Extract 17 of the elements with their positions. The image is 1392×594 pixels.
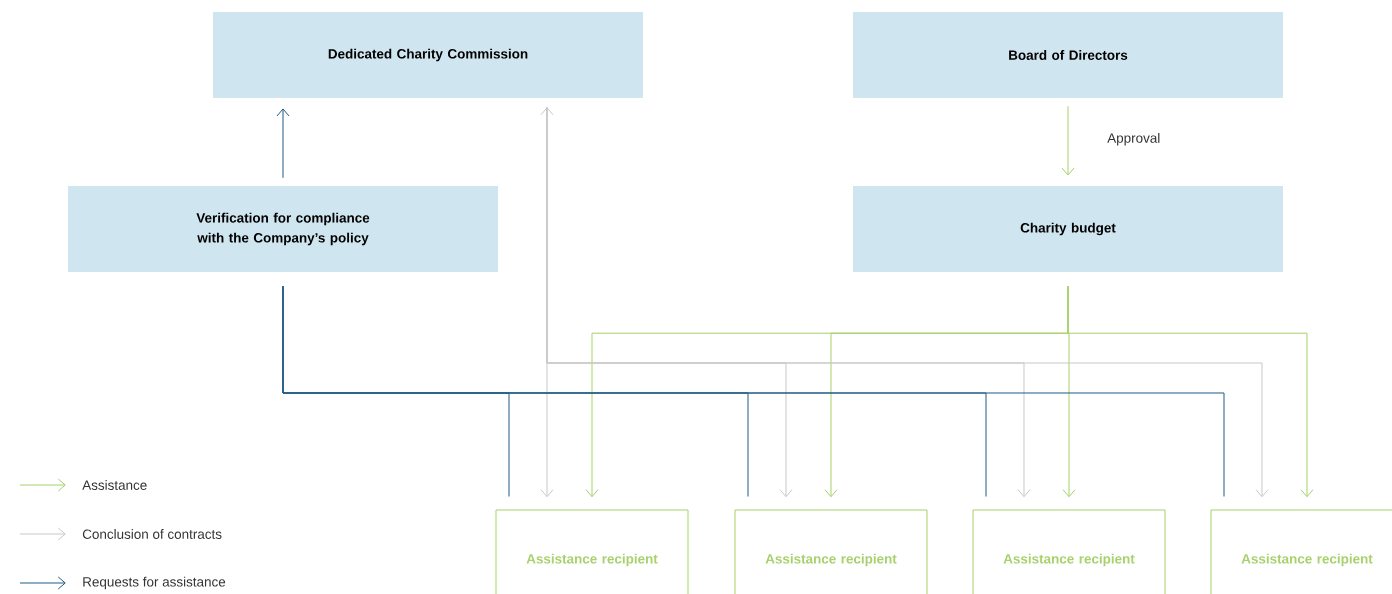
legend-text: Requests for assistance (83, 576, 226, 590)
arrow (540, 107, 554, 498)
edge-label: Approval (1106, 131, 1162, 147)
recipient-box: Assistance recipient (1210, 509, 1392, 594)
arrow (546, 106, 1269, 498)
process-box: Verification for compliance with the Company’s policy (68, 186, 498, 272)
process-box: Charity budget (853, 186, 1283, 272)
legend-text: Conclusion of contracts (82, 529, 222, 539)
recipient-box: Assistance recipient (495, 509, 689, 594)
arrow (1067, 285, 1314, 498)
recipient-box: Assistance recipient (734, 509, 928, 594)
arrow (276, 108, 290, 179)
recipient-box: Assistance recipient (972, 509, 1166, 594)
process-box: Dedicated Charity Commission (213, 12, 643, 98)
arrow (1061, 105, 1075, 176)
process-box: Board of Directors (853, 12, 1283, 98)
legend-text: Assistance (82, 480, 147, 490)
